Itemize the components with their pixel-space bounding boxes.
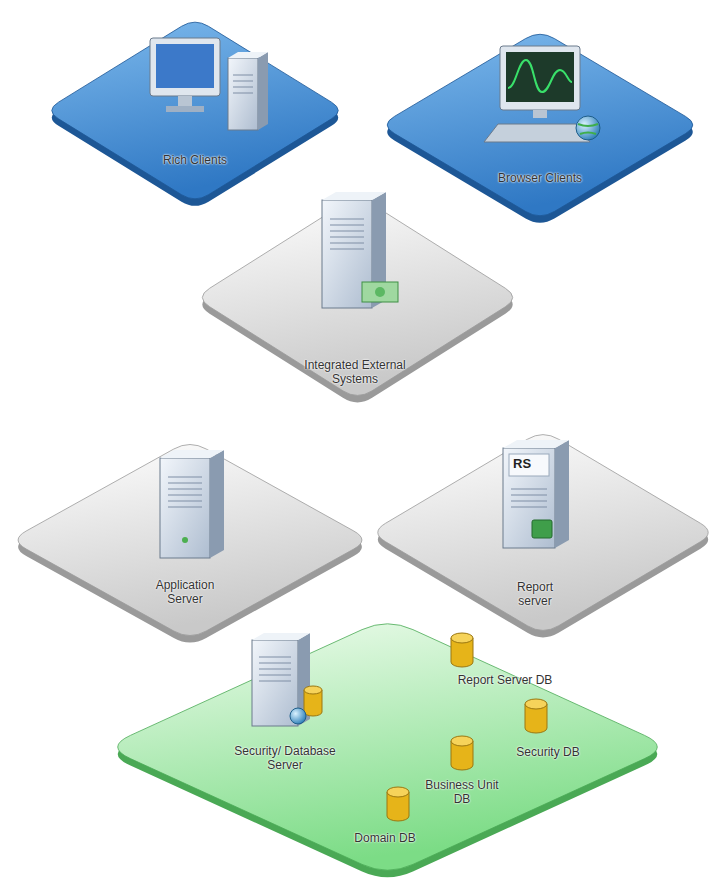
platform-tile: Browser Clients — [380, 30, 700, 220]
node-label: Business Unit DB — [422, 778, 502, 806]
platform-tile: Rich Clients — [45, 18, 345, 203]
tile-face — [52, 22, 339, 199]
application-server-icon — [160, 450, 224, 558]
database-item: Business Unit DB — [449, 735, 475, 771]
report-server-icon — [503, 440, 569, 548]
tile-outline — [45, 18, 345, 211]
platform-tile: Report server — [370, 430, 716, 635]
database-item: Domain DB — [385, 786, 411, 822]
database-item: Security DB — [523, 698, 549, 734]
node-label: Report Server DB — [440, 673, 570, 687]
node-label: Browser Clients — [475, 171, 605, 185]
node-label: Report server — [505, 580, 565, 608]
cylinder-top — [451, 736, 473, 746]
tile-face — [378, 435, 708, 631]
node-label: Integrated External Systems — [290, 358, 420, 386]
cylinder-top — [525, 699, 547, 709]
database-cylinder — [449, 735, 475, 771]
node-label: Domain DB — [340, 831, 430, 845]
tile-face — [387, 34, 693, 215]
server-badge: RS — [513, 456, 531, 471]
node-label: Security DB — [503, 745, 593, 759]
database-cylinder — [523, 698, 549, 734]
cylinder-top — [387, 787, 409, 797]
platform-tile: Application Server — [10, 440, 370, 640]
tile-face — [202, 200, 512, 396]
tile-outline — [380, 30, 700, 228]
database-item: Report Server DB — [449, 632, 475, 668]
database-cylinder — [385, 786, 411, 822]
tile-outline — [10, 440, 370, 648]
node-label: Security/ Database Server — [225, 744, 345, 772]
cylinder-top — [451, 633, 473, 643]
platform-tile: Integrated External Systems — [195, 195, 520, 400]
database-cylinder — [449, 632, 475, 668]
node-label: Application Server — [145, 578, 225, 606]
tile-face — [18, 445, 362, 636]
platform-tile: Security/ Database Server Report Server D… — [105, 618, 670, 876]
node-label: Rich Clients — [130, 153, 260, 167]
tile-outline — [370, 430, 716, 643]
tile-face — [118, 624, 658, 870]
